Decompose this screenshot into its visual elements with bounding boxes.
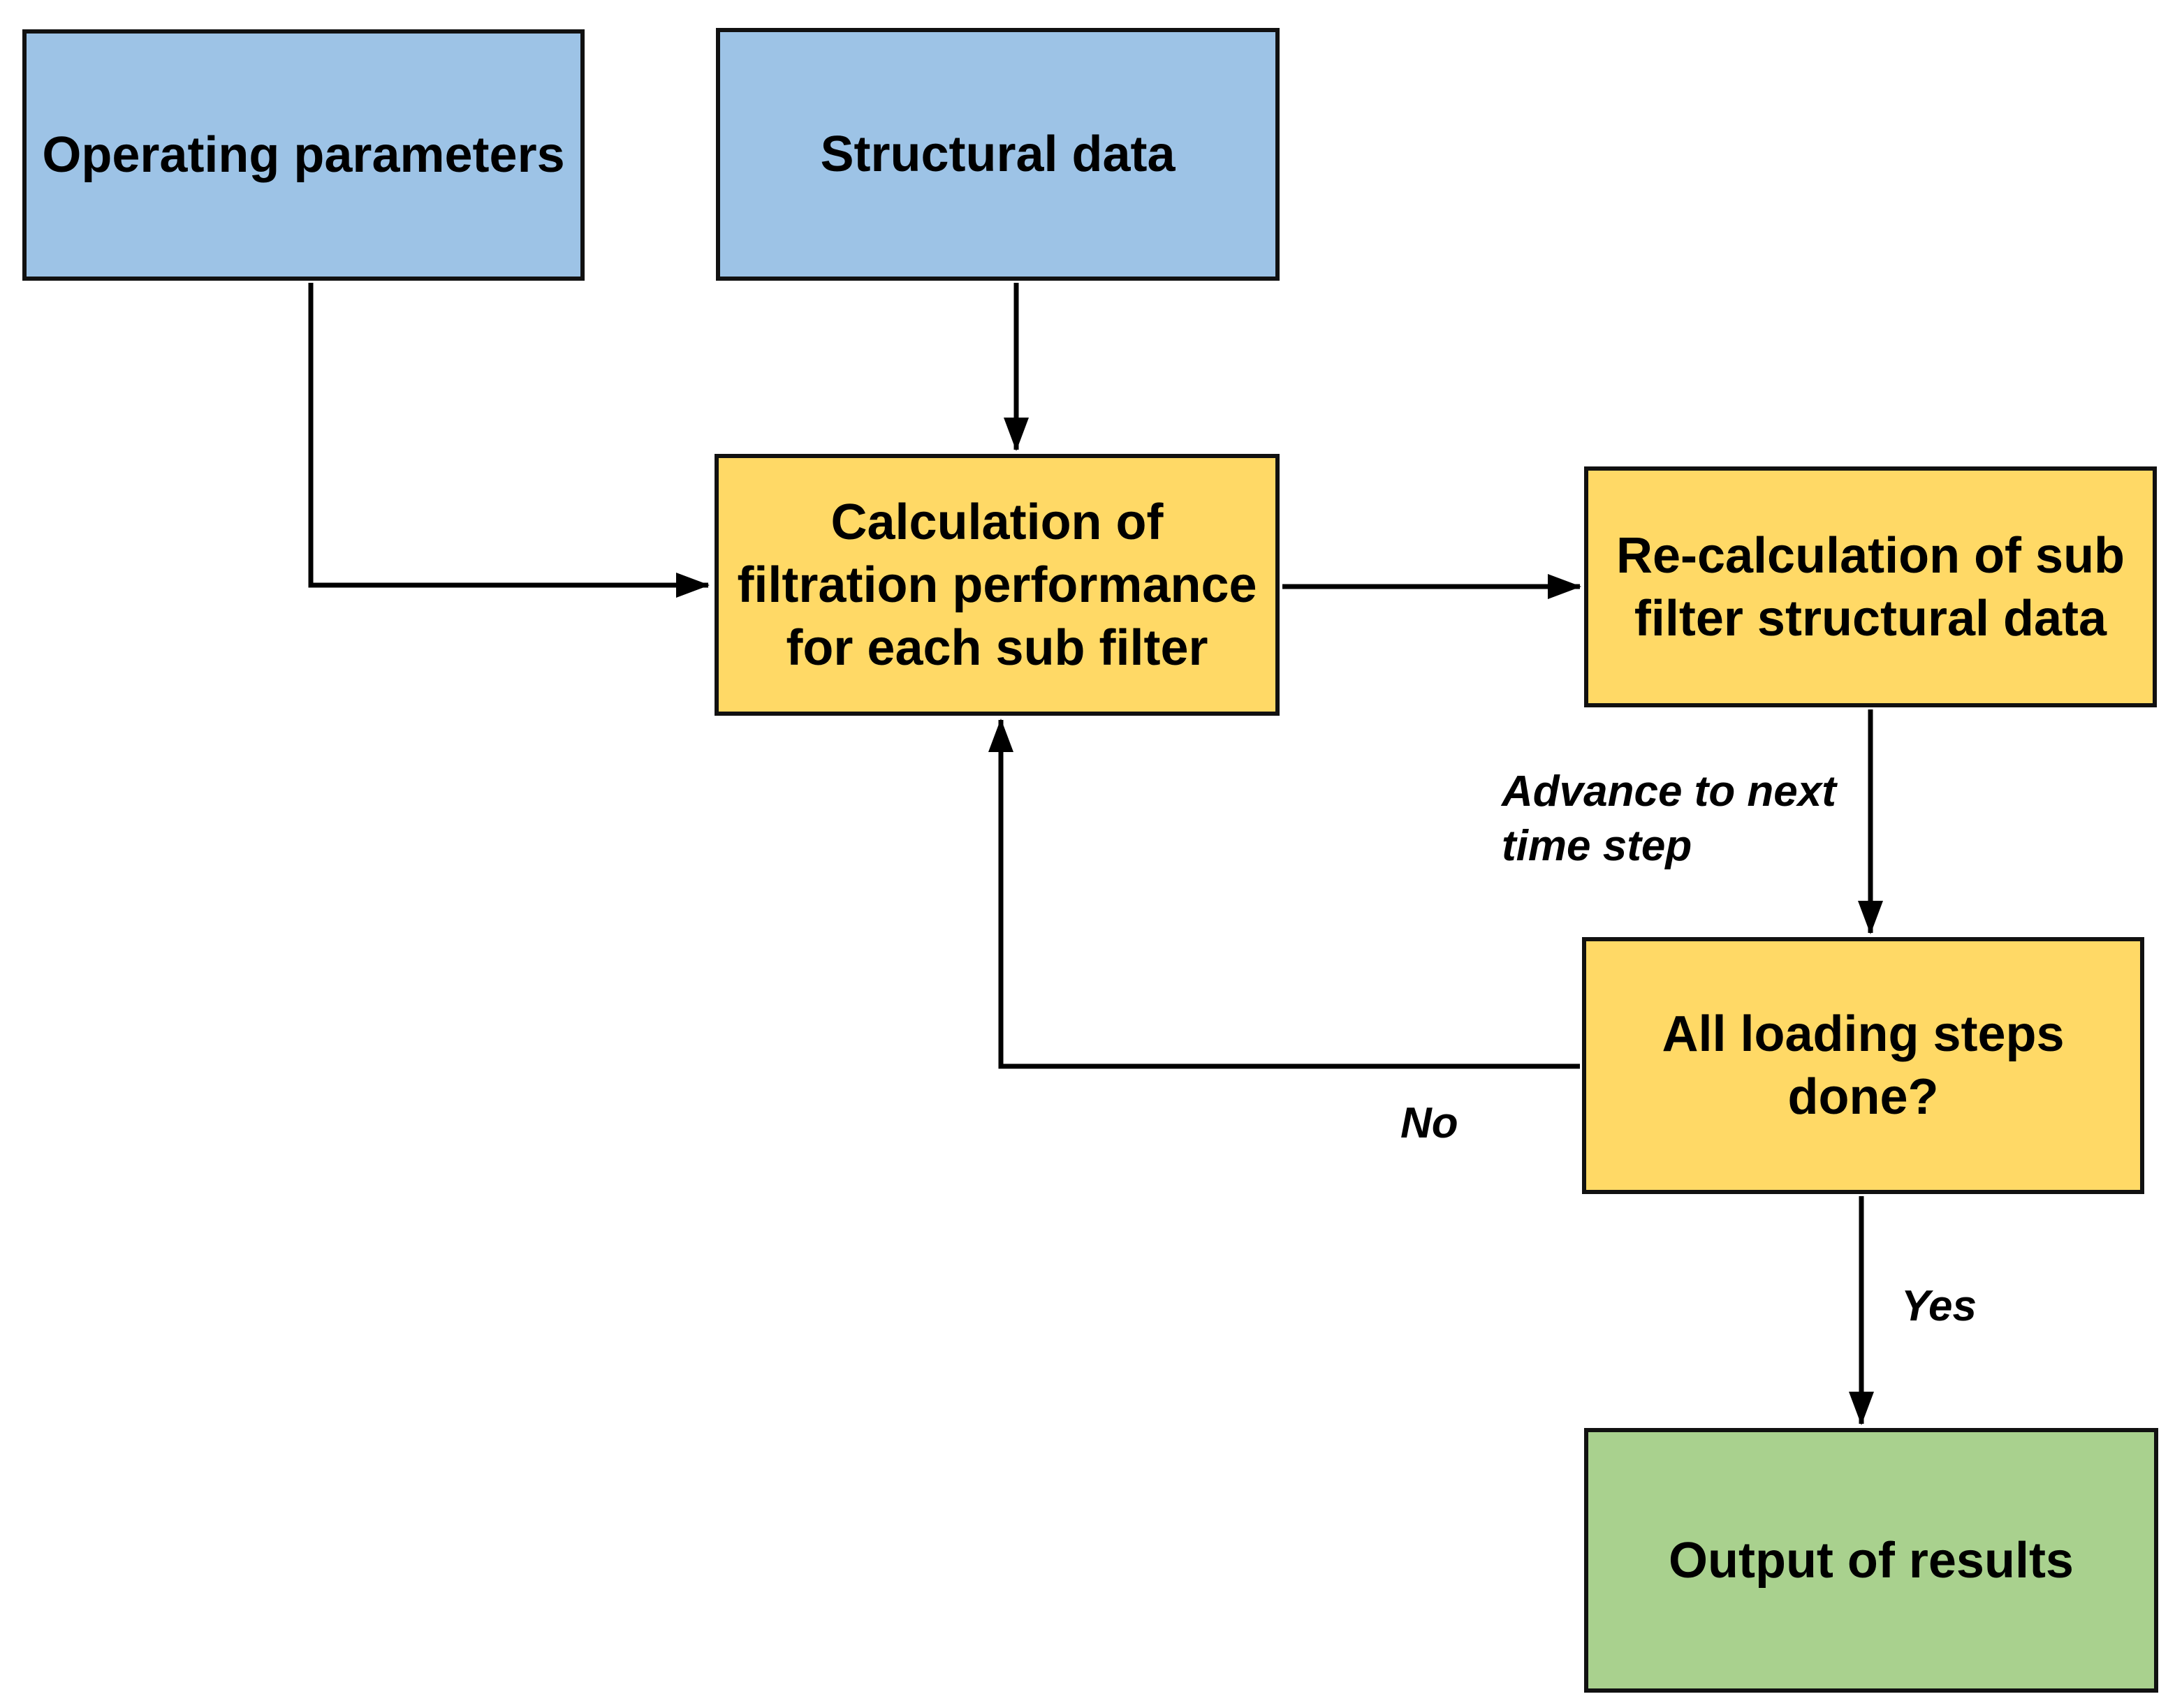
arrow-loading-check-no-feedback-to-calculation	[988, 719, 1580, 1069]
node-operating-parameters: Operating parameters	[22, 29, 585, 281]
arrow-operating-to-calculation	[308, 283, 710, 598]
node-output-of-results: Output of results	[1584, 1428, 2158, 1693]
node-operating-parameters-label: Operating parameters	[42, 127, 565, 183]
node-calculation-label: Calculation of filtration performance fo…	[737, 494, 1257, 676]
node-structural-data-label: Structural data	[820, 126, 1176, 182]
node-recalculation-label: Re-calculation of sub filter structural …	[1616, 527, 2125, 647]
node-recalculation-structural-data: Re-calculation of sub filter structural …	[1584, 466, 2157, 707]
node-calculation-filtration-performance: Calculation of filtration performance fo…	[715, 454, 1280, 716]
node-structural-data: Structural data	[716, 28, 1280, 281]
edge-label-no: No	[1400, 1099, 1458, 1147]
node-loading-check-label: All loading steps done?	[1662, 1006, 2065, 1125]
node-all-loading-steps-done: All loading steps done?	[1582, 937, 2144, 1194]
edge-label-advance-to-next-time-step: Advance to next time step	[1502, 767, 1836, 871]
node-output-label: Output of results	[1669, 1532, 2074, 1589]
edge-label-yes: Yes	[1901, 1282, 1977, 1330]
